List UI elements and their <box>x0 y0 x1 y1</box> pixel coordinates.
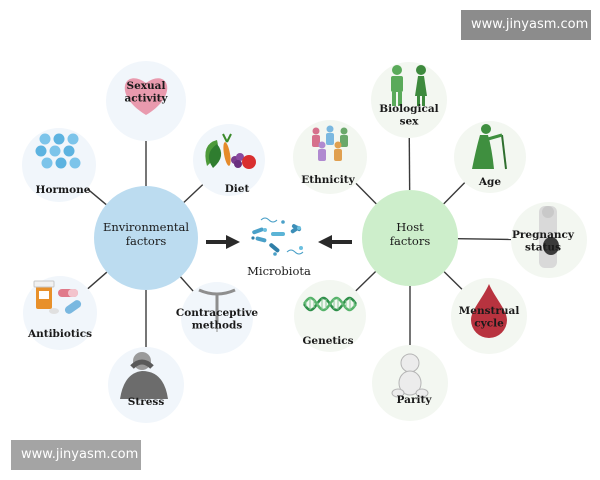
male-female-icon <box>391 65 427 106</box>
factor-genetics: Genetics <box>294 280 366 352</box>
hormone-dots-icon <box>35 133 81 169</box>
connector-ethnicity <box>355 182 377 205</box>
hub-circle <box>362 190 458 286</box>
connector-menstrual-cycle <box>443 271 463 290</box>
node-label: Ethnicity <box>301 174 355 186</box>
node-label: Diet <box>225 183 250 195</box>
factor-circle <box>293 120 367 194</box>
factor-antibiotics: Antibiotics <box>23 276 97 350</box>
factor-parity: Parity <box>372 345 448 421</box>
factor-ethnicity: Ethnicity <box>293 120 367 194</box>
dna-icon <box>302 296 358 312</box>
factor-circle <box>371 62 447 138</box>
iud-icon <box>198 288 236 332</box>
elderly-woman-icon <box>472 124 507 170</box>
factor-hormone: Hormone <box>22 128 96 202</box>
connector-pregnancy-status <box>457 237 512 241</box>
microbiota-node: Microbiota <box>247 217 311 278</box>
connector-genetics <box>355 271 377 292</box>
watermark-bottom: www.jinyasm.com <box>11 440 141 470</box>
node-label: Genetics <box>302 335 353 347</box>
microbiota-label: Microbiota <box>247 264 311 278</box>
node-label: Hormone <box>36 184 91 196</box>
connector-antibiotics <box>87 271 108 290</box>
stressed-person-icon <box>120 352 168 399</box>
factor-age: Age <box>454 121 526 193</box>
connector-diet <box>183 184 204 203</box>
node-label: Antibiotics <box>27 328 92 340</box>
people-group-icon <box>312 125 348 161</box>
left-arrow <box>206 235 240 249</box>
hub-circle <box>94 186 198 290</box>
right-arrow <box>318 235 352 249</box>
pills-icon <box>33 280 82 314</box>
factor-diet: Diet <box>193 124 265 196</box>
factor-stress: Stress <box>108 347 184 423</box>
heart-icon <box>124 78 168 115</box>
blood-drop-icon <box>471 284 507 338</box>
connector-age <box>443 182 466 205</box>
watermark-top: www.jinyasm.com <box>461 10 591 40</box>
bacteria-icon <box>251 217 304 256</box>
node-label: Stress <box>128 396 165 408</box>
vegetables-icon <box>205 133 256 169</box>
connector-hormone <box>86 188 107 206</box>
pregnant-silhouette-icon <box>539 206 559 268</box>
node-label: Parity <box>397 394 433 406</box>
connector-contraceptive-methods <box>179 276 194 292</box>
baby-icon <box>391 353 429 398</box>
node-label: Age <box>478 176 501 188</box>
